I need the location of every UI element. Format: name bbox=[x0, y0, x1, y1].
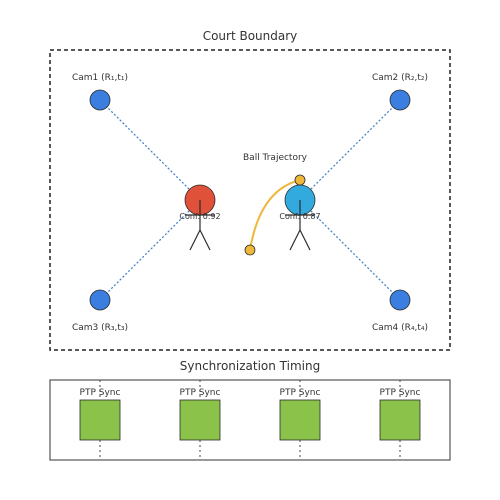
ball-end-marker bbox=[294, 174, 306, 186]
camera-3-marker bbox=[89, 289, 111, 311]
sync-block-4-label: PTP Sync bbox=[380, 388, 421, 398]
sync-title: Synchronization Timing bbox=[180, 359, 320, 373]
sync-block-2-rect bbox=[179, 399, 221, 441]
ray-cam2 bbox=[299, 99, 401, 201]
player-2-stick-figure-icon bbox=[285, 200, 315, 251]
camera-4: Cam4 (R₄,t₄) bbox=[372, 289, 428, 333]
camera-1-label: Cam1 (R₁,t₁) bbox=[72, 73, 128, 83]
sync-block-3: PTP Sync bbox=[280, 380, 321, 460]
sync-block-1-label: PTP Sync bbox=[80, 388, 121, 398]
camera-rays bbox=[99, 99, 401, 301]
camera-3-label: Cam3 (R₃,t₃) bbox=[72, 323, 128, 333]
camera-4-marker bbox=[389, 289, 411, 311]
player-1-confidence: Conf: 0.92 bbox=[179, 212, 220, 221]
ray-cam1 bbox=[99, 99, 201, 201]
player-2: Conf: 0.87 bbox=[279, 184, 321, 251]
sync-block-4-rect bbox=[379, 399, 421, 441]
court-title: Court Boundary bbox=[203, 29, 298, 43]
camera-4-label: Cam4 (R₄,t₄) bbox=[372, 323, 428, 333]
camera-1: Cam1 (R₁,t₁) bbox=[72, 73, 128, 111]
sync-block-1: PTP Sync bbox=[80, 380, 121, 460]
player-1-stick-figure-icon bbox=[185, 200, 215, 251]
sync-panel bbox=[49, 379, 451, 461]
court-boundary bbox=[49, 49, 451, 351]
ray-cam3 bbox=[99, 199, 201, 301]
ball-trajectory: Ball Trajectory bbox=[243, 153, 308, 256]
player-1: Conf: 0.92 bbox=[179, 184, 221, 251]
ball-trajectory-curve bbox=[249, 179, 301, 251]
player-2-confidence: Conf: 0.87 bbox=[279, 212, 320, 221]
ball-start-marker bbox=[244, 244, 256, 256]
camera-2: Cam2 (R₂,t₂) bbox=[372, 73, 428, 111]
camera-2-marker bbox=[389, 89, 411, 111]
camera-2-label: Cam2 (R₂,t₂) bbox=[372, 73, 428, 83]
sync-block-2: PTP Sync bbox=[180, 380, 221, 460]
camera-1-marker bbox=[89, 89, 111, 111]
sync-block-3-label: PTP Sync bbox=[280, 388, 321, 398]
camera-3: Cam3 (R₃,t₃) bbox=[72, 289, 128, 333]
ray-cam4 bbox=[299, 199, 401, 301]
sync-block-4: PTP Sync bbox=[380, 380, 421, 460]
sync-block-3-rect bbox=[279, 399, 321, 441]
sync-block-2-label: PTP Sync bbox=[180, 388, 221, 398]
sync-block-1-rect bbox=[79, 399, 121, 441]
ball-trajectory-label: Ball Trajectory bbox=[243, 153, 308, 163]
